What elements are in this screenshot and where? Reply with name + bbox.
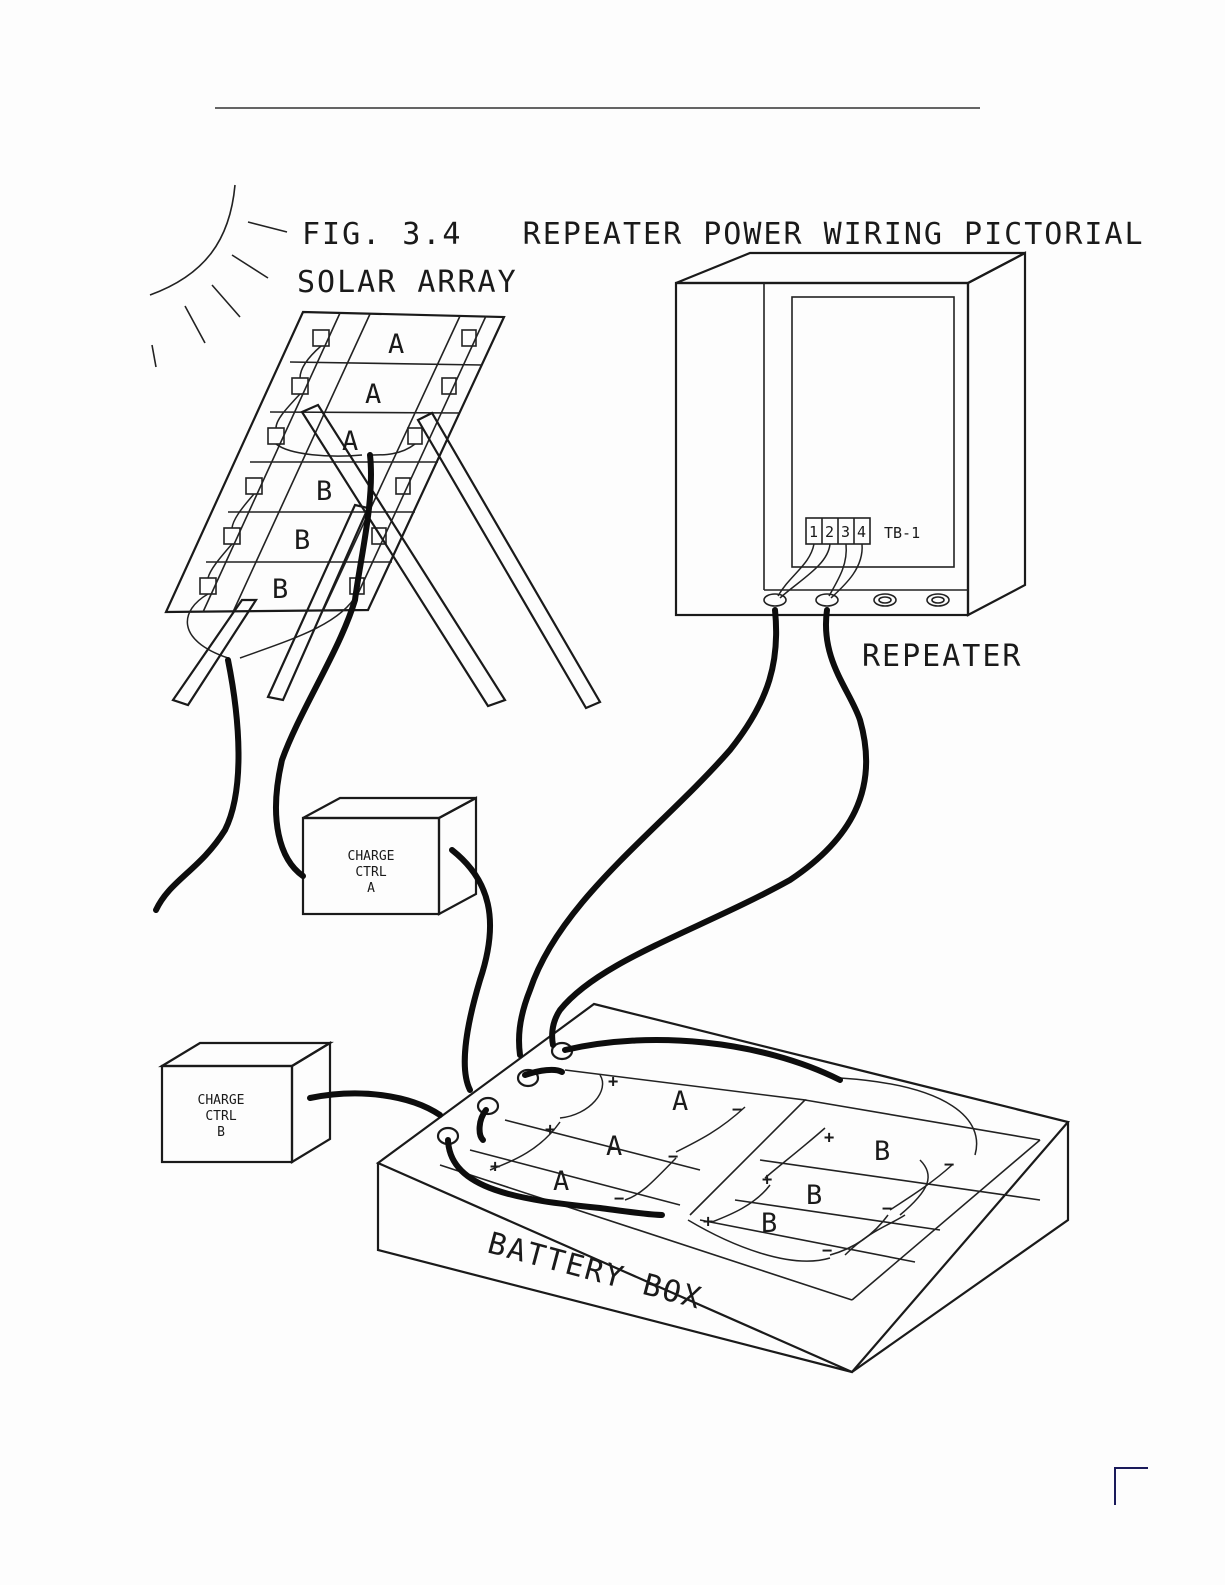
battery-box-label: BATTERY BOX <box>484 1226 706 1317</box>
minus-b3: − <box>822 1241 832 1261</box>
ctrl-b-line-3: B <box>217 1125 225 1140</box>
corner-mark <box>1115 1468 1148 1505</box>
ctrl-a-line-1: CHARGE <box>348 849 395 864</box>
panel-label-1: A <box>388 329 404 360</box>
solar-array: A A A B B B <box>166 312 600 708</box>
battery-b-1: B <box>874 1136 890 1167</box>
terminal-4: 4 <box>857 523 866 541</box>
battery-a-3: A <box>553 1166 569 1197</box>
minus-b1: − <box>944 1155 954 1175</box>
sun-icon <box>150 185 287 367</box>
plus-a1: + <box>608 1072 618 1092</box>
minus-a3: − <box>614 1189 624 1209</box>
battery-a-2: A <box>606 1131 622 1162</box>
battery-box: A A A B B B + − + − + − + − + − + − <box>378 1004 1068 1372</box>
repeater-cabinet: 1 2 3 4 TB-1 <box>676 253 1025 615</box>
solar-array-label: SOLAR ARRAY <box>297 265 518 300</box>
ctrl-a-line-2: CTRL <box>355 865 386 880</box>
power-cables <box>156 455 866 1215</box>
panel-label-6: B <box>272 574 288 605</box>
charge-controller-a: CHARGE CTRL A <box>303 798 476 914</box>
ctrl-b-line-1: CHARGE <box>198 1093 245 1108</box>
terminal-1: 1 <box>809 523 818 541</box>
figure-title: FIG. 3.4 REPEATER POWER WIRING PICTORIAL <box>302 217 1145 252</box>
battery-b-2: B <box>806 1180 822 1211</box>
ctrl-a-line-3: A <box>367 881 375 896</box>
battery-b-3: B <box>761 1208 777 1239</box>
terminal-3: 3 <box>841 523 850 541</box>
charge-controller-b: CHARGE CTRL B <box>162 1043 330 1162</box>
battery-a-1: A <box>672 1086 688 1117</box>
panel-label-2: A <box>365 379 381 410</box>
terminal-2: 2 <box>825 523 834 541</box>
panel-label-3: A <box>342 426 358 457</box>
terminal-block-label: TB-1 <box>884 524 920 542</box>
panel-label-5: B <box>294 525 310 556</box>
ctrl-b-line-2: CTRL <box>205 1109 236 1124</box>
plus-b1: + <box>824 1128 834 1148</box>
panel-label-4: B <box>316 476 332 507</box>
repeater-label: REPEATER <box>862 639 1023 674</box>
